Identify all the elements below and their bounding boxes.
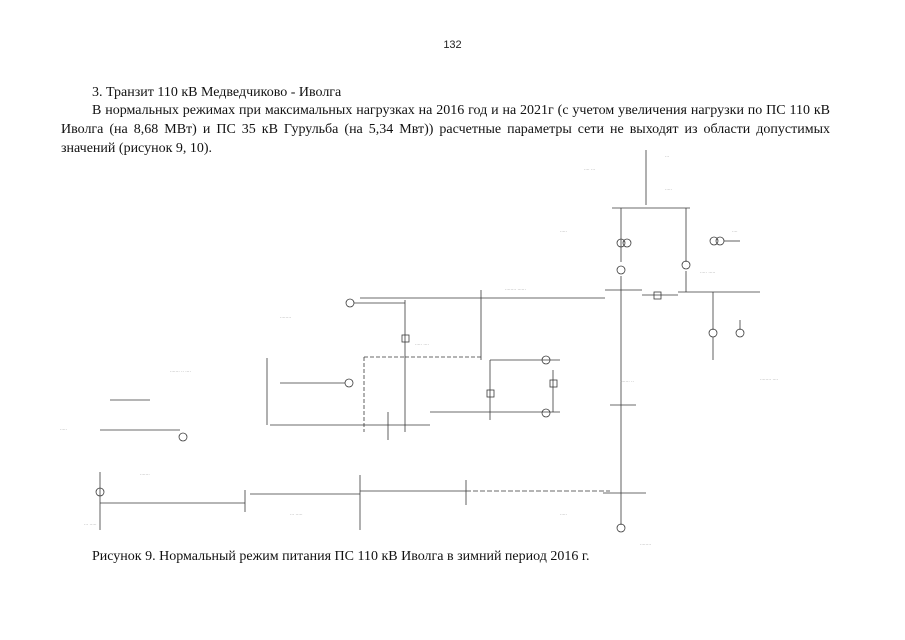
svg-text:.....: ..... xyxy=(560,511,567,517)
body-paragraph: В нормальных режимах при максимальных на… xyxy=(61,103,830,156)
svg-text:.......: ....... xyxy=(140,471,150,477)
svg-text:.....: ..... xyxy=(665,186,672,192)
svg-text:........ ......: ........ ...... xyxy=(505,286,526,292)
svg-text:........ ....: ........ .... xyxy=(760,376,778,382)
svg-text:........: ........ xyxy=(640,541,651,547)
svg-text:....... ..: ....... .. xyxy=(620,378,634,384)
svg-text:... .....: ... ..... xyxy=(290,511,303,517)
svg-text:.... ...: .... ... xyxy=(584,166,595,172)
svg-text:... .....: ... ..... xyxy=(84,521,97,527)
svg-text:..... ....: ..... .... xyxy=(415,341,429,347)
svg-text:........: ........ xyxy=(280,314,291,320)
svg-text:...: ... xyxy=(665,153,669,159)
svg-text:.....: ..... xyxy=(560,228,567,234)
svg-text:....... .. ....: ....... .. .... xyxy=(170,368,191,374)
section-heading: 3. Транзит 110 кВ Медведчиково - Иволга xyxy=(92,85,342,100)
svg-text:....: .... xyxy=(732,228,738,234)
schematic-faint-labels: .... ... ... ..... ..... .... ..... ....… xyxy=(60,153,778,547)
schematic-lines xyxy=(95,150,760,533)
page-number: 132 xyxy=(443,39,462,51)
figure-caption: Рисунок 9. Нормальный режим питания ПС 1… xyxy=(92,549,590,564)
svg-text:.....: ..... xyxy=(60,426,67,432)
svg-text:..... .....: ..... ..... xyxy=(700,269,715,275)
